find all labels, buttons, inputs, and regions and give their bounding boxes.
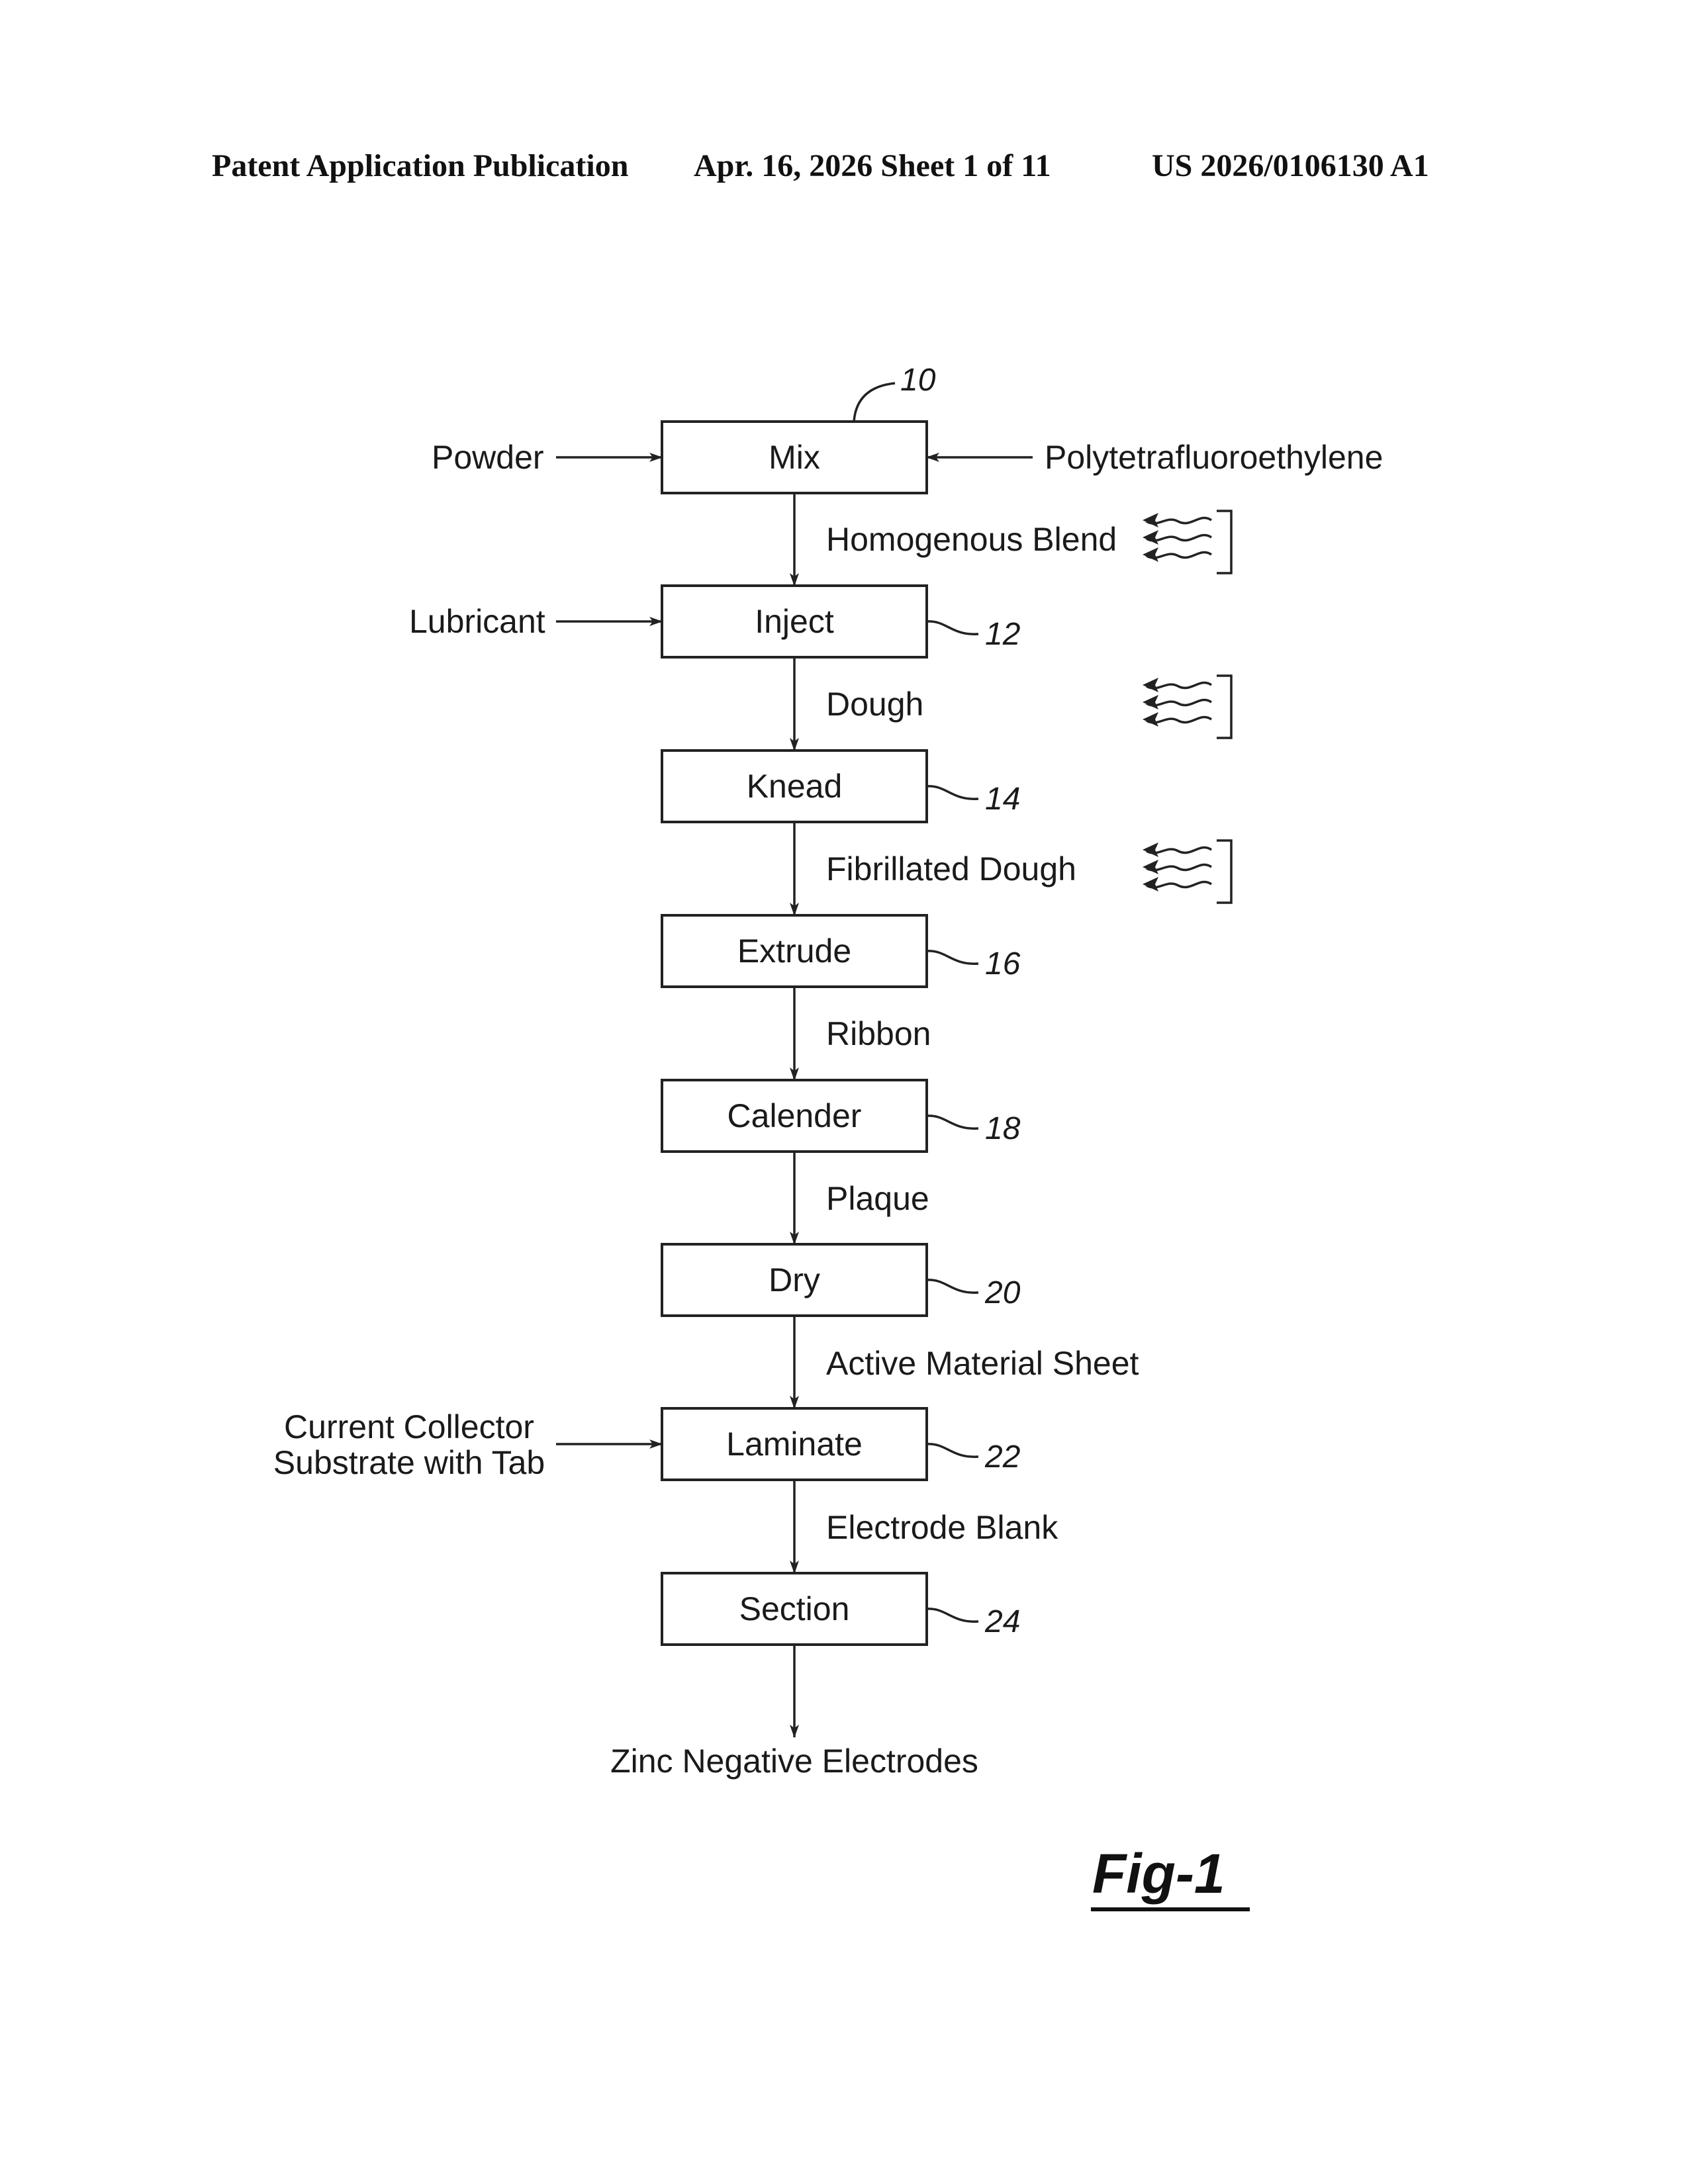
wavy-arrowhead — [1143, 695, 1158, 709]
patent-number: US 2026/0106130 A1 — [1152, 148, 1429, 183]
wavy-arrowhead — [1143, 678, 1158, 692]
wavy-line — [1147, 882, 1211, 887]
intermediate-label: Dough — [826, 686, 923, 723]
wavy-line — [1147, 553, 1211, 558]
wavy-line — [1147, 535, 1211, 541]
date-sheet: Apr. 16, 2026 Sheet 1 of 11 — [694, 148, 1051, 183]
wavy-bracket — [1217, 511, 1231, 573]
wavy-arrow-icon — [1143, 511, 1231, 573]
wavy-arrowhead — [1143, 842, 1158, 857]
ref-leader — [927, 951, 978, 964]
wavy-arrowhead — [1143, 530, 1158, 545]
input-collector-line1: Current Collector — [284, 1408, 534, 1445]
step-section: Section — [662, 1573, 927, 1645]
ref-leader — [927, 1280, 978, 1293]
ref-numeral: 22 — [984, 1439, 1020, 1475]
output-label: Zinc Negative Electrodes — [610, 1743, 978, 1780]
step-mix: Mix — [662, 422, 927, 493]
ref-leader — [927, 1116, 978, 1128]
wavy-line — [1147, 700, 1211, 705]
step-label: Laminate — [726, 1426, 863, 1463]
ref-numeral: 10 — [900, 363, 936, 398]
step-label: Dry — [769, 1261, 820, 1298]
step-dry: Dry — [662, 1244, 927, 1316]
intermediate-label: Active Material Sheet — [826, 1345, 1139, 1382]
step-knead: Knead — [662, 751, 927, 822]
ref-leader — [927, 621, 978, 634]
ref-numeral: 16 — [985, 946, 1021, 981]
intermediate-label: Plaque — [826, 1180, 929, 1217]
wavy-line — [1147, 683, 1211, 688]
step-label: Knead — [747, 768, 843, 805]
ref-leader — [854, 383, 895, 422]
step-laminate: Laminate — [662, 1408, 927, 1480]
intermediate-label: Electrode Blank — [826, 1509, 1058, 1546]
wavy-arrow-icon — [1143, 841, 1231, 903]
input-lubricant: Lubricant — [409, 603, 545, 640]
intermediate-label: Ribbon — [826, 1015, 931, 1052]
input-ptfe: Polytetrafluoroethylene — [1045, 439, 1383, 476]
wavy-arrowhead — [1143, 513, 1158, 527]
ref-leader — [927, 1609, 978, 1621]
wavy-arrowhead — [1143, 860, 1158, 874]
intermediate-label: Fibrillated Dough — [826, 850, 1076, 887]
step-label: Extrude — [737, 933, 851, 970]
wavy-line — [1147, 848, 1211, 853]
publication-label: Patent Application Publication — [212, 148, 628, 183]
step-label: Calender — [727, 1097, 862, 1134]
ref-numeral: 20 — [984, 1275, 1021, 1310]
intermediate-label: Homogenous Blend — [826, 521, 1117, 558]
step-label: Mix — [769, 439, 820, 476]
ref-leader — [927, 786, 978, 799]
step-extrude: Extrude — [662, 915, 927, 987]
figure-label: Fig-1 — [1092, 1843, 1225, 1905]
wavy-line — [1147, 865, 1211, 870]
wavy-line — [1147, 518, 1211, 523]
ref-numeral: 24 — [984, 1604, 1020, 1639]
step-label: Section — [739, 1590, 850, 1627]
wavy-arrowhead — [1143, 547, 1158, 562]
wavy-bracket — [1217, 676, 1231, 738]
wavy-arrowhead — [1143, 712, 1158, 727]
wavy-bracket — [1217, 841, 1231, 903]
ref-numeral: 12 — [985, 617, 1020, 652]
ref-numeral: 14 — [985, 782, 1020, 817]
wavy-arrow-symbols — [1143, 511, 1231, 903]
wavy-arrow-icon — [1143, 676, 1231, 738]
step-inject: Inject — [662, 586, 927, 657]
ref-numeral: 18 — [985, 1111, 1021, 1146]
wavy-line — [1147, 717, 1211, 723]
ref-leader — [927, 1444, 978, 1457]
input-collector-line2: Substrate with Tab — [273, 1444, 545, 1481]
step-label: Inject — [755, 603, 834, 640]
input-powder: Powder — [432, 439, 544, 476]
step-calender: Calender — [662, 1080, 927, 1152]
wavy-arrowhead — [1143, 877, 1158, 891]
